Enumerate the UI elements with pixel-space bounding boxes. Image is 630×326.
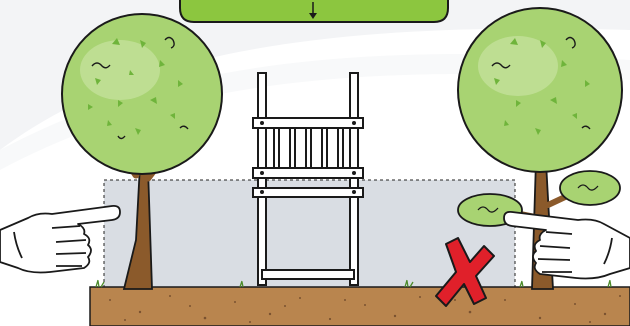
pointing-hand-icon [503, 210, 630, 280]
top-banner [179, 0, 449, 23]
red-x-icon [435, 237, 495, 307]
left-tree [61, 13, 223, 290]
pointing-hand-icon [0, 204, 121, 274]
right-tree [457, 7, 623, 290]
right-tree-low-canopy [559, 170, 621, 206]
playset-frame [252, 72, 364, 286]
arrow-down-icon [309, 2, 317, 19]
